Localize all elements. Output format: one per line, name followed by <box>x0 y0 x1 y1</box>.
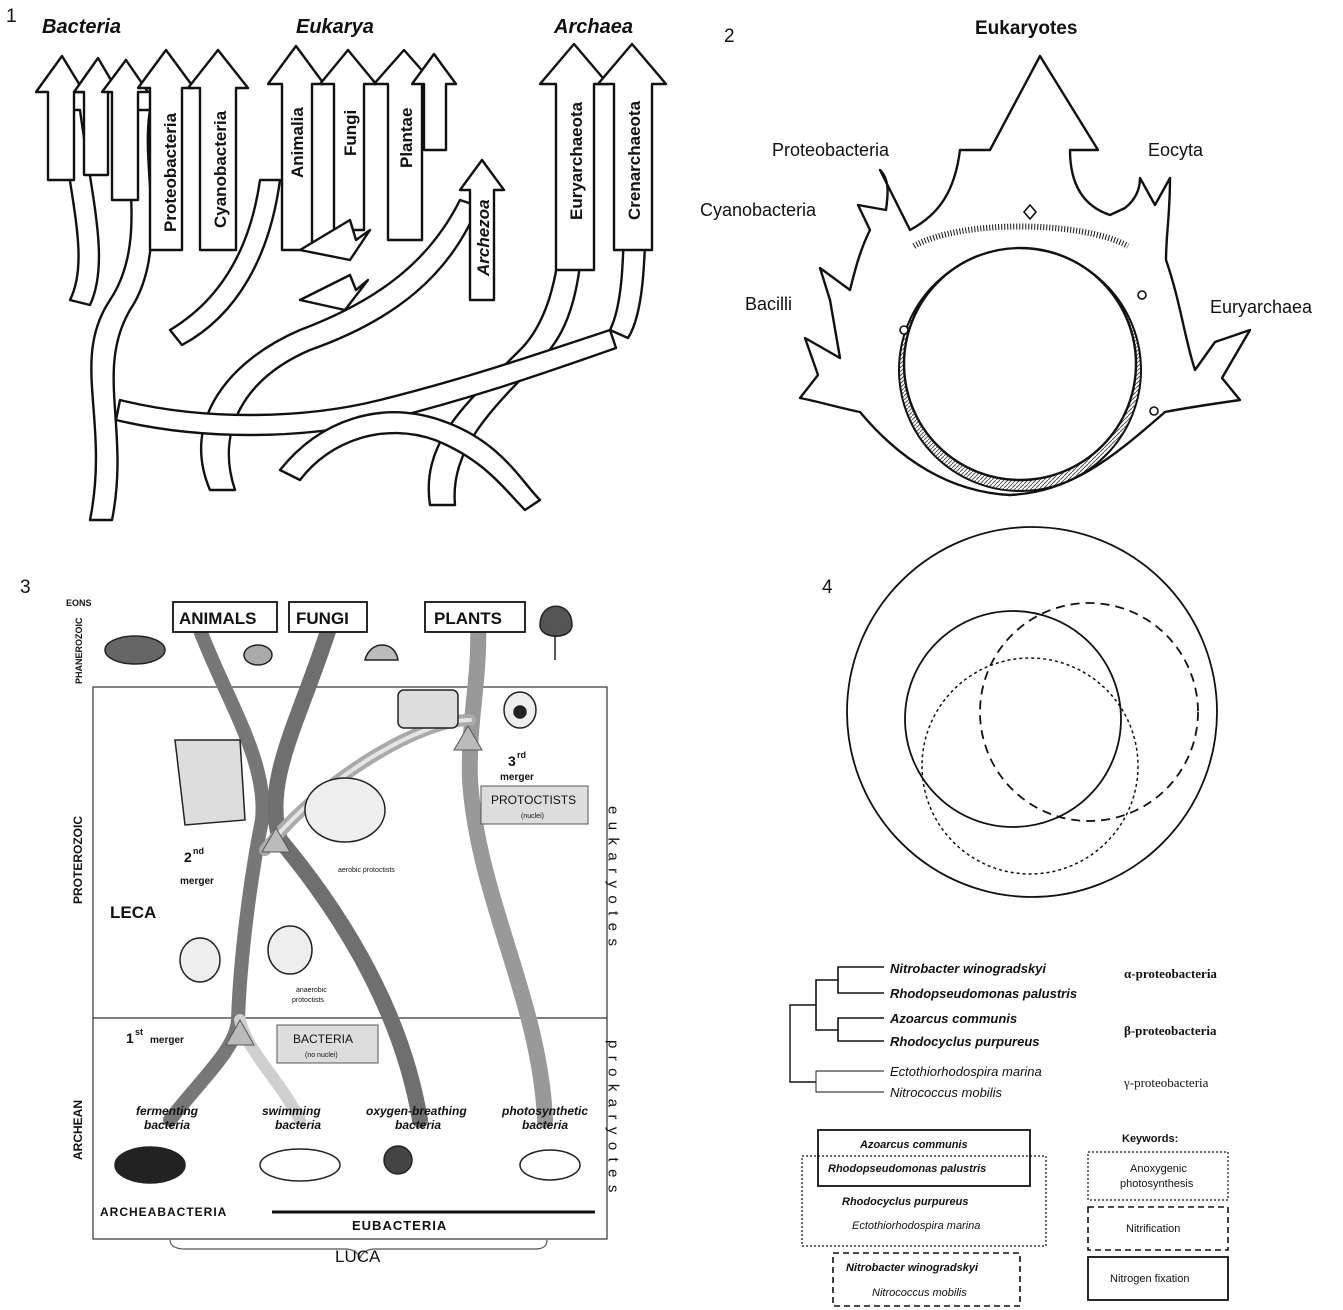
box-title: BACTERIA <box>293 1032 353 1046</box>
luca-label: LUCA <box>335 1247 381 1266</box>
group-member: Rhodocyclus purpureus <box>842 1196 969 1208</box>
merger-word: merger <box>500 772 534 783</box>
bacteria-type: oxygen-breathing <box>366 1104 467 1118</box>
solid-circle <box>905 611 1121 827</box>
panel-4: 4 Nitrobacter winogradskyi Rhodopseudomo… <box>790 527 1228 1306</box>
bacteria-type: bacteria <box>144 1118 190 1132</box>
dot-marker <box>1150 407 1158 415</box>
kingdom-label: FUNGI <box>296 609 349 628</box>
panel-1: 1 Bacteria Eukarya Archaea <box>6 6 666 520</box>
arm-label: Eocyta <box>1148 140 1204 160</box>
branch-label: Animalia <box>288 107 307 178</box>
aerobic-label: aerobic protoctists <box>338 867 395 874</box>
merger-number: 2 <box>184 849 192 865</box>
merger-sup: nd <box>193 846 204 856</box>
panel-number: 2 <box>724 26 735 47</box>
taxon-label: Ectothiorhodospira marina <box>890 1064 1042 1079</box>
bacteria-type: bacteria <box>275 1118 321 1132</box>
box-title: PROTOCTISTS <box>491 793 576 807</box>
box-note: (nuclei) <box>521 813 544 820</box>
taxon-label: Nitrobacter winogradskyi <box>890 961 1046 976</box>
box-note: (no nuclei) <box>305 1052 338 1059</box>
merger-sup: rd <box>517 750 526 760</box>
panel-number: 4 <box>822 577 833 598</box>
leca-label: LECA <box>110 903 156 922</box>
arm-label: Euryarchaea <box>1210 297 1313 317</box>
group-member: Nitrococcus mobilis <box>872 1287 967 1299</box>
class-label: β-proteobacteria <box>1124 1023 1217 1038</box>
domain-label: Bacteria <box>42 16 121 38</box>
group-member: Azoarcus communis <box>859 1139 968 1151</box>
merger-word: merger <box>150 1035 184 1046</box>
taxon-label: Nitrococcus mobilis <box>890 1085 1002 1100</box>
bacteria-type: photosynthetic <box>501 1104 588 1118</box>
branch-label: Crenarchaeota <box>625 100 644 220</box>
taxon-label: Azoarcus communis <box>889 1011 1017 1026</box>
dotted-circle <box>922 658 1138 874</box>
organism-sketches <box>105 606 580 1183</box>
taxon-label: Rhodopseudomonas palustris <box>890 986 1077 1001</box>
panel-number: 1 <box>6 6 17 27</box>
arm-label: Proteobacteria <box>772 140 890 160</box>
bacteria-type: swimming <box>262 1104 321 1118</box>
dashed-circle <box>980 603 1198 821</box>
group-member: Ectothiorhodospira marina <box>852 1220 980 1232</box>
inner-circle <box>904 248 1136 480</box>
side-label-eukaryotes: eukaryotes <box>605 806 622 953</box>
branch-label: Archezoa <box>474 199 493 277</box>
panel-number: 3 <box>20 577 31 598</box>
merger-sup: st <box>135 1027 143 1037</box>
top-label: Eukaryotes <box>975 18 1077 39</box>
anaerobic-label: protoctists <box>292 997 324 1004</box>
eubacteria-label: EUBACTERIA <box>352 1218 447 1233</box>
panel-3: 3 EONS PHANEROZOIC PROTEROZOIC ARCHEAN A… <box>20 577 622 1266</box>
domain-label: Archaea <box>553 16 633 38</box>
branch-label: Proteobacteria <box>161 112 180 232</box>
merger-number: 3 <box>508 753 516 769</box>
branch-label: Fungi <box>341 110 360 156</box>
side-label-prokaryotes: prokaryotes <box>605 1040 622 1200</box>
merger-number: 1 <box>126 1030 134 1046</box>
anaerobic-label: anaerobic <box>296 987 327 994</box>
bacteria-type: bacteria <box>522 1118 568 1132</box>
dot-marker <box>1138 291 1146 299</box>
keyword-label: Nitrification <box>1126 1223 1180 1235</box>
merger-word: merger <box>180 876 214 887</box>
cladogram <box>790 967 884 1092</box>
keyword-label: Anoxygenic <box>1130 1163 1187 1175</box>
eon-label: PROTEROZOIC <box>71 816 85 904</box>
bacteria-type: bacteria <box>395 1118 441 1132</box>
kingdom-label: PLANTS <box>434 609 502 628</box>
keywords-title: Keywords: <box>1122 1133 1178 1145</box>
keyword-box <box>1088 1152 1228 1200</box>
archeabacteria-label: ARCHEABACTERIA <box>100 1205 227 1219</box>
bacteria-type: fermenting <box>136 1104 199 1118</box>
class-label: γ-proteobacteria <box>1123 1075 1209 1090</box>
panel-2: 2 Eukaryotes Proteobacteria Eocyta Cyano… <box>700 18 1313 495</box>
branch-label: Plantae <box>397 108 416 168</box>
group-member: Nitrobacter winogradskyi <box>846 1262 979 1274</box>
taxon-label: Rhodocyclus purpureus <box>890 1034 1040 1049</box>
eon-label: ARCHEAN <box>71 1100 85 1160</box>
domain-label: Eukarya <box>296 16 374 38</box>
keyword-label: photosynthesis <box>1120 1178 1194 1190</box>
keyword-label: Nitrogen fixation <box>1110 1273 1190 1285</box>
eon-label: PHANEROZOIC <box>74 617 84 684</box>
class-label: α-proteobacteria <box>1124 966 1217 981</box>
group-member: Rhodopseudomonas palustris <box>828 1163 986 1175</box>
dot-marker <box>900 326 908 334</box>
branch-label: Cyanobacteria <box>211 110 230 228</box>
outer-circle <box>847 527 1217 897</box>
branch-label: Euryarchaeota <box>567 101 586 220</box>
arm-label: Bacilli <box>745 294 792 314</box>
eons-header: EONS <box>66 598 92 608</box>
arm-label: Cyanobacteria <box>700 200 817 220</box>
kingdom-label: ANIMALS <box>179 609 256 628</box>
